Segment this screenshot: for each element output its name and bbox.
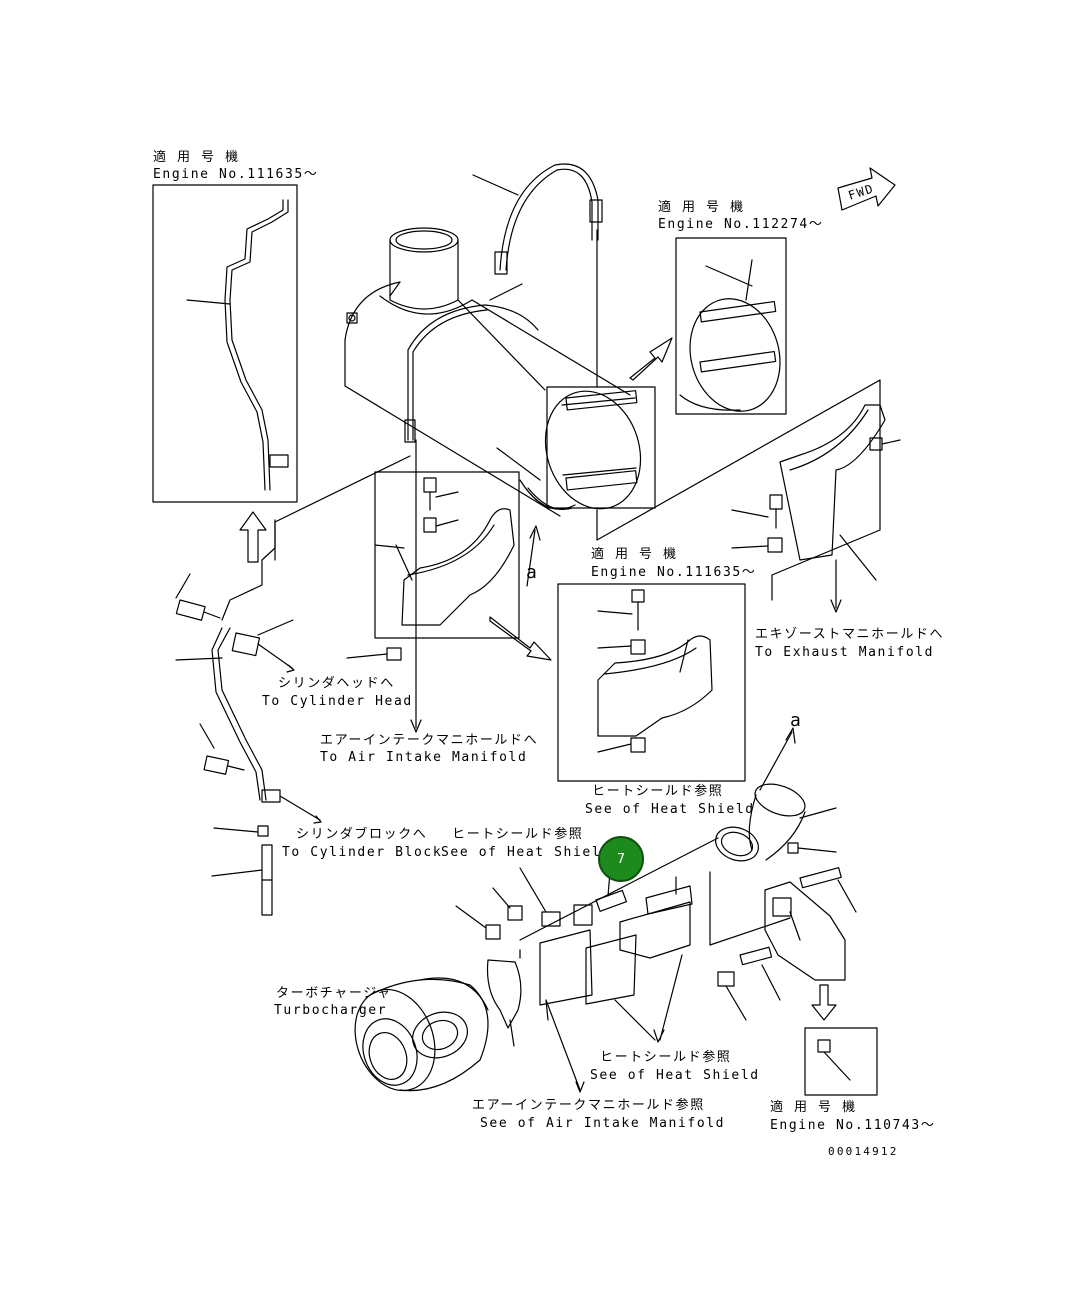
- inset-top-right-title-ja: 適 用 号 機: [658, 200, 745, 215]
- inset-bottom: [805, 1028, 877, 1095]
- inset-mid-title-ja: 適 用 号 機: [591, 547, 678, 562]
- inset-top-left-title-ja: 適 用 号 機: [153, 150, 240, 165]
- arrow-a-upper: [527, 526, 540, 586]
- ref-a-upper: a: [526, 562, 539, 583]
- inset-top-left-title-en: Engine No.111635～: [153, 167, 319, 182]
- ref-a-lower: a: [790, 710, 803, 731]
- arrow-to-air-intake: [411, 440, 421, 732]
- inset-top-left: [153, 185, 297, 502]
- callout-7-badge[interactable]: 7: [598, 836, 644, 882]
- bracket-detail-box: [375, 472, 519, 638]
- drawing-number: 00014912: [828, 1145, 899, 1158]
- cyl-block-label-ja: シリンダブロックへ: [296, 827, 428, 842]
- turbocharger: [342, 978, 488, 1102]
- heat-shield-low-en: See of Heat Shield: [590, 1068, 760, 1083]
- left-tube: [176, 520, 321, 915]
- muffler-body: [345, 228, 655, 521]
- callout-7-number: 7: [616, 851, 626, 867]
- endcap-detail-frame: [547, 230, 655, 508]
- inset-bottom-title-en: Engine No.110743～: [770, 1118, 936, 1133]
- exhaust-label-ja: エキゾーストマニホールドへ: [755, 627, 945, 642]
- see-air-intake-ja: エアーインテークマニホールド参照: [472, 1098, 705, 1113]
- arrow-to-inset-mid: [490, 617, 551, 660]
- turbo-label-ja: ターボチャージャ: [276, 986, 392, 1001]
- heat-shield-mid-en: See of Heat Shield: [441, 845, 611, 860]
- elbow-pipe: [711, 728, 836, 867]
- fwd-arrow: [838, 168, 895, 210]
- inset-top-right-title-en: Engine No.112274～: [658, 217, 824, 232]
- lower-assembly: [456, 838, 856, 1092]
- arrow-to-inset-right: [630, 338, 672, 380]
- inset-middle: [558, 584, 745, 781]
- cyl-block-label-en: To Cylinder Block: [282, 845, 443, 860]
- turbo-label-en: Turbocharger: [274, 1003, 388, 1018]
- inset-bottom-title-ja: 適 用 号 機: [770, 1100, 857, 1115]
- exhaust-bracket: [597, 380, 900, 612]
- see-air-intake-en: See of Air Intake Manifold: [480, 1116, 726, 1131]
- air-intake-label-en: To Air Intake Manifold: [320, 750, 528, 765]
- exhaust-label-en: To Exhaust Manifold: [755, 645, 935, 660]
- heat-shield-top-en: See of Heat Shield: [585, 802, 755, 817]
- nut-left: [347, 648, 401, 660]
- cyl-head-label-ja: シリンダヘッドへ: [278, 676, 395, 691]
- heat-shield-top-ja: ヒートシールド参照: [592, 784, 724, 799]
- inset-top-right: [676, 238, 792, 421]
- air-intake-label-ja: エアーインテークマニホールドへ: [320, 733, 539, 748]
- heat-shield-low-ja: ヒートシールド参照: [600, 1050, 732, 1065]
- inset-mid-title-en: Engine No.111635～: [591, 565, 757, 580]
- u-bolt: [473, 164, 602, 300]
- cyl-head-label-en: To Cylinder Head: [262, 694, 413, 709]
- heat-shield-mid-ja: ヒートシールド参照: [452, 827, 584, 842]
